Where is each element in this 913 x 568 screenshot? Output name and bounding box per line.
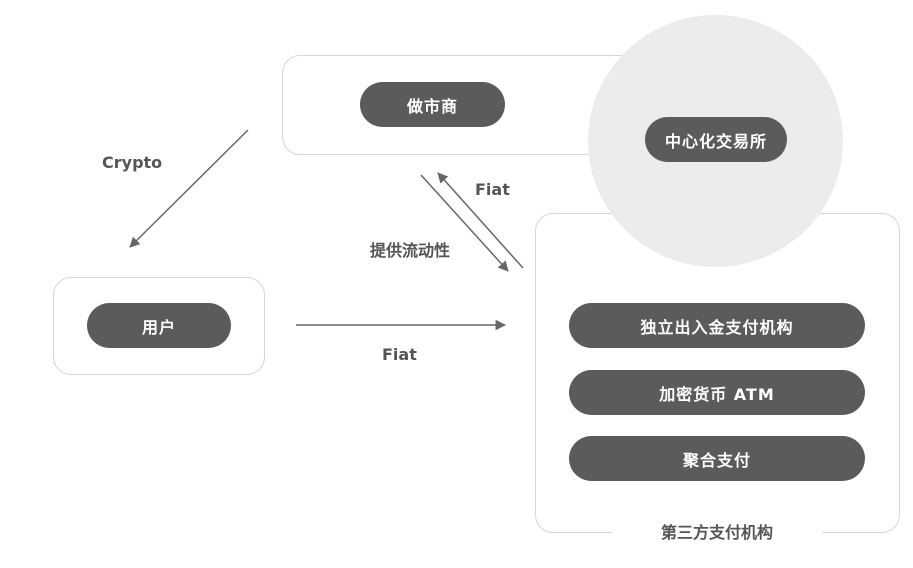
fiat-lower-edge-label: Fiat: [382, 345, 417, 364]
fiat-upper-edge-label: Fiat: [475, 180, 510, 199]
market-maker-label: 做市商: [406, 96, 458, 116]
market-maker-node: 做市商: [360, 82, 505, 127]
third-party-group-caption: 第三方支付机构: [612, 519, 822, 543]
independent-gateway-node: 独立出入金支付机构: [569, 303, 865, 348]
liquidity-edge-label: 提供流动性: [370, 241, 451, 260]
crypto-atm-label: 加密货币 ATM: [659, 384, 775, 404]
cex-label: 中心化交易所: [664, 131, 767, 151]
third-party-group-label: 第三方支付机构: [660, 523, 773, 542]
fiat-upper-arrow: [437, 172, 524, 269]
user-label: 用户: [141, 317, 176, 337]
aggregated-payment-label: 聚合支付: [682, 450, 751, 470]
crypto-edge-label: Crypto: [102, 153, 163, 172]
liquidity-arrow: [420, 174, 509, 272]
cex-node: 中心化交易所: [645, 117, 787, 162]
crypto-atm-node: 加密货币 ATM: [569, 370, 865, 415]
aggregated-payment-node: 聚合支付: [569, 436, 865, 481]
independent-gateway-label: 独立出入金支付机构: [640, 317, 794, 337]
user-node: 用户: [87, 303, 231, 348]
crypto-arrow: [129, 129, 249, 248]
